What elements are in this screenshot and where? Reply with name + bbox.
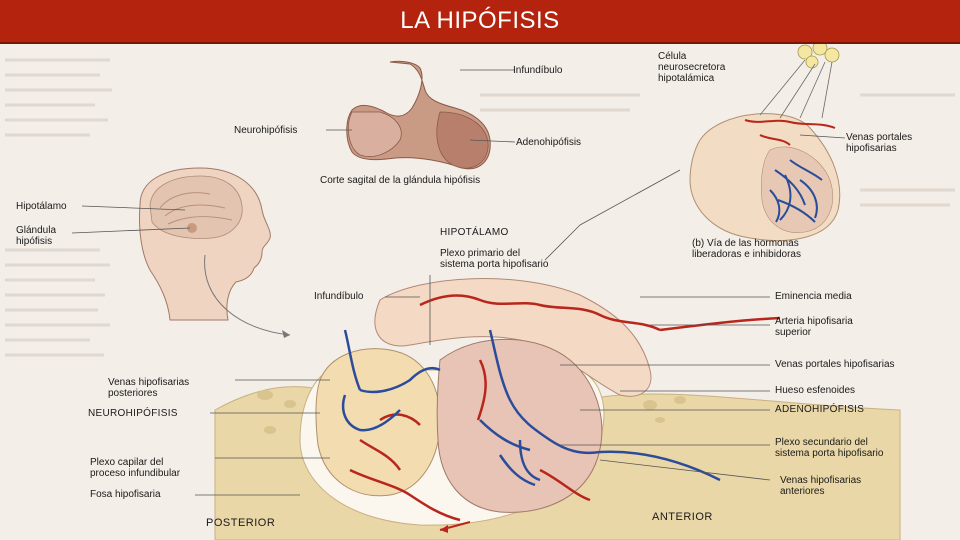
label-venas-portales-top: Venas portales hipofisarias (846, 132, 913, 154)
label-venas-portales: Venas portales hipofisarias (775, 359, 895, 370)
label-venas-ant: Venas hipofisarias anteriores (780, 475, 862, 497)
label-adenohipofisis-caps: ADENOHIPÓFISIS (775, 404, 865, 415)
label-hipotalamo-caps: HIPOTÁLAMO (440, 227, 509, 238)
background-text-texture (5, 58, 955, 357)
label-infundibulo-mid: Infundíbulo (314, 291, 364, 302)
label-celula: Célula neurosecretora hipotalámica (658, 51, 726, 84)
main-hypophysis-drawing (71, 69, 901, 540)
label-corte-sagital: Corte sagital de la glándula hipófisis (320, 175, 481, 186)
label-adenohipofisis-top: Adenohipófisis (516, 137, 582, 148)
label-via-hormonas: (b) Vía de las hormonas liberadoras e in… (692, 238, 801, 260)
hypophysis-illustration (5, 44, 955, 540)
label-plexo-primario: Plexo primario del sistema porta hipofis… (440, 248, 549, 270)
label-venas-post: Venas hipofisarias posteriores (108, 377, 190, 399)
label-glandula: Glándula hipófisis (16, 225, 57, 247)
title-bar: LA HIPÓFISIS (0, 0, 960, 44)
label-eminencia: Eminencia media (775, 291, 852, 302)
label-neurohipofisis: Neurohipófisis (234, 125, 298, 136)
label-infundibulo-top: Infundíbulo (513, 65, 563, 76)
label-hueso: Hueso esfenoides (775, 385, 856, 396)
label-plexo-capilar: Plexo capilar del proceso infundibular (90, 457, 181, 479)
label-fosa: Fosa hipofisaria (90, 489, 161, 500)
sagittal-section-drawing (346, 60, 491, 170)
diagram-area: Infundíbulo Neurohipófisis Adenohipófisi… (0, 44, 960, 540)
label-arteria-sup: Arteria hipofisaria superior (775, 316, 853, 338)
portal-pathway-drawing (689, 44, 841, 241)
label-plexo-secundario: Plexo secundario del sistema porta hipof… (775, 437, 884, 459)
label-anterior: ANTERIOR (652, 511, 713, 523)
page-title: LA HIPÓFISIS (400, 7, 560, 34)
label-posterior: POSTERIOR (206, 517, 276, 529)
label-hipotalamo: Hipotálamo (16, 201, 67, 212)
head-drawing (139, 167, 271, 321)
label-neurohipofisis-caps: NEUROHIPÓFISIS (88, 408, 178, 419)
